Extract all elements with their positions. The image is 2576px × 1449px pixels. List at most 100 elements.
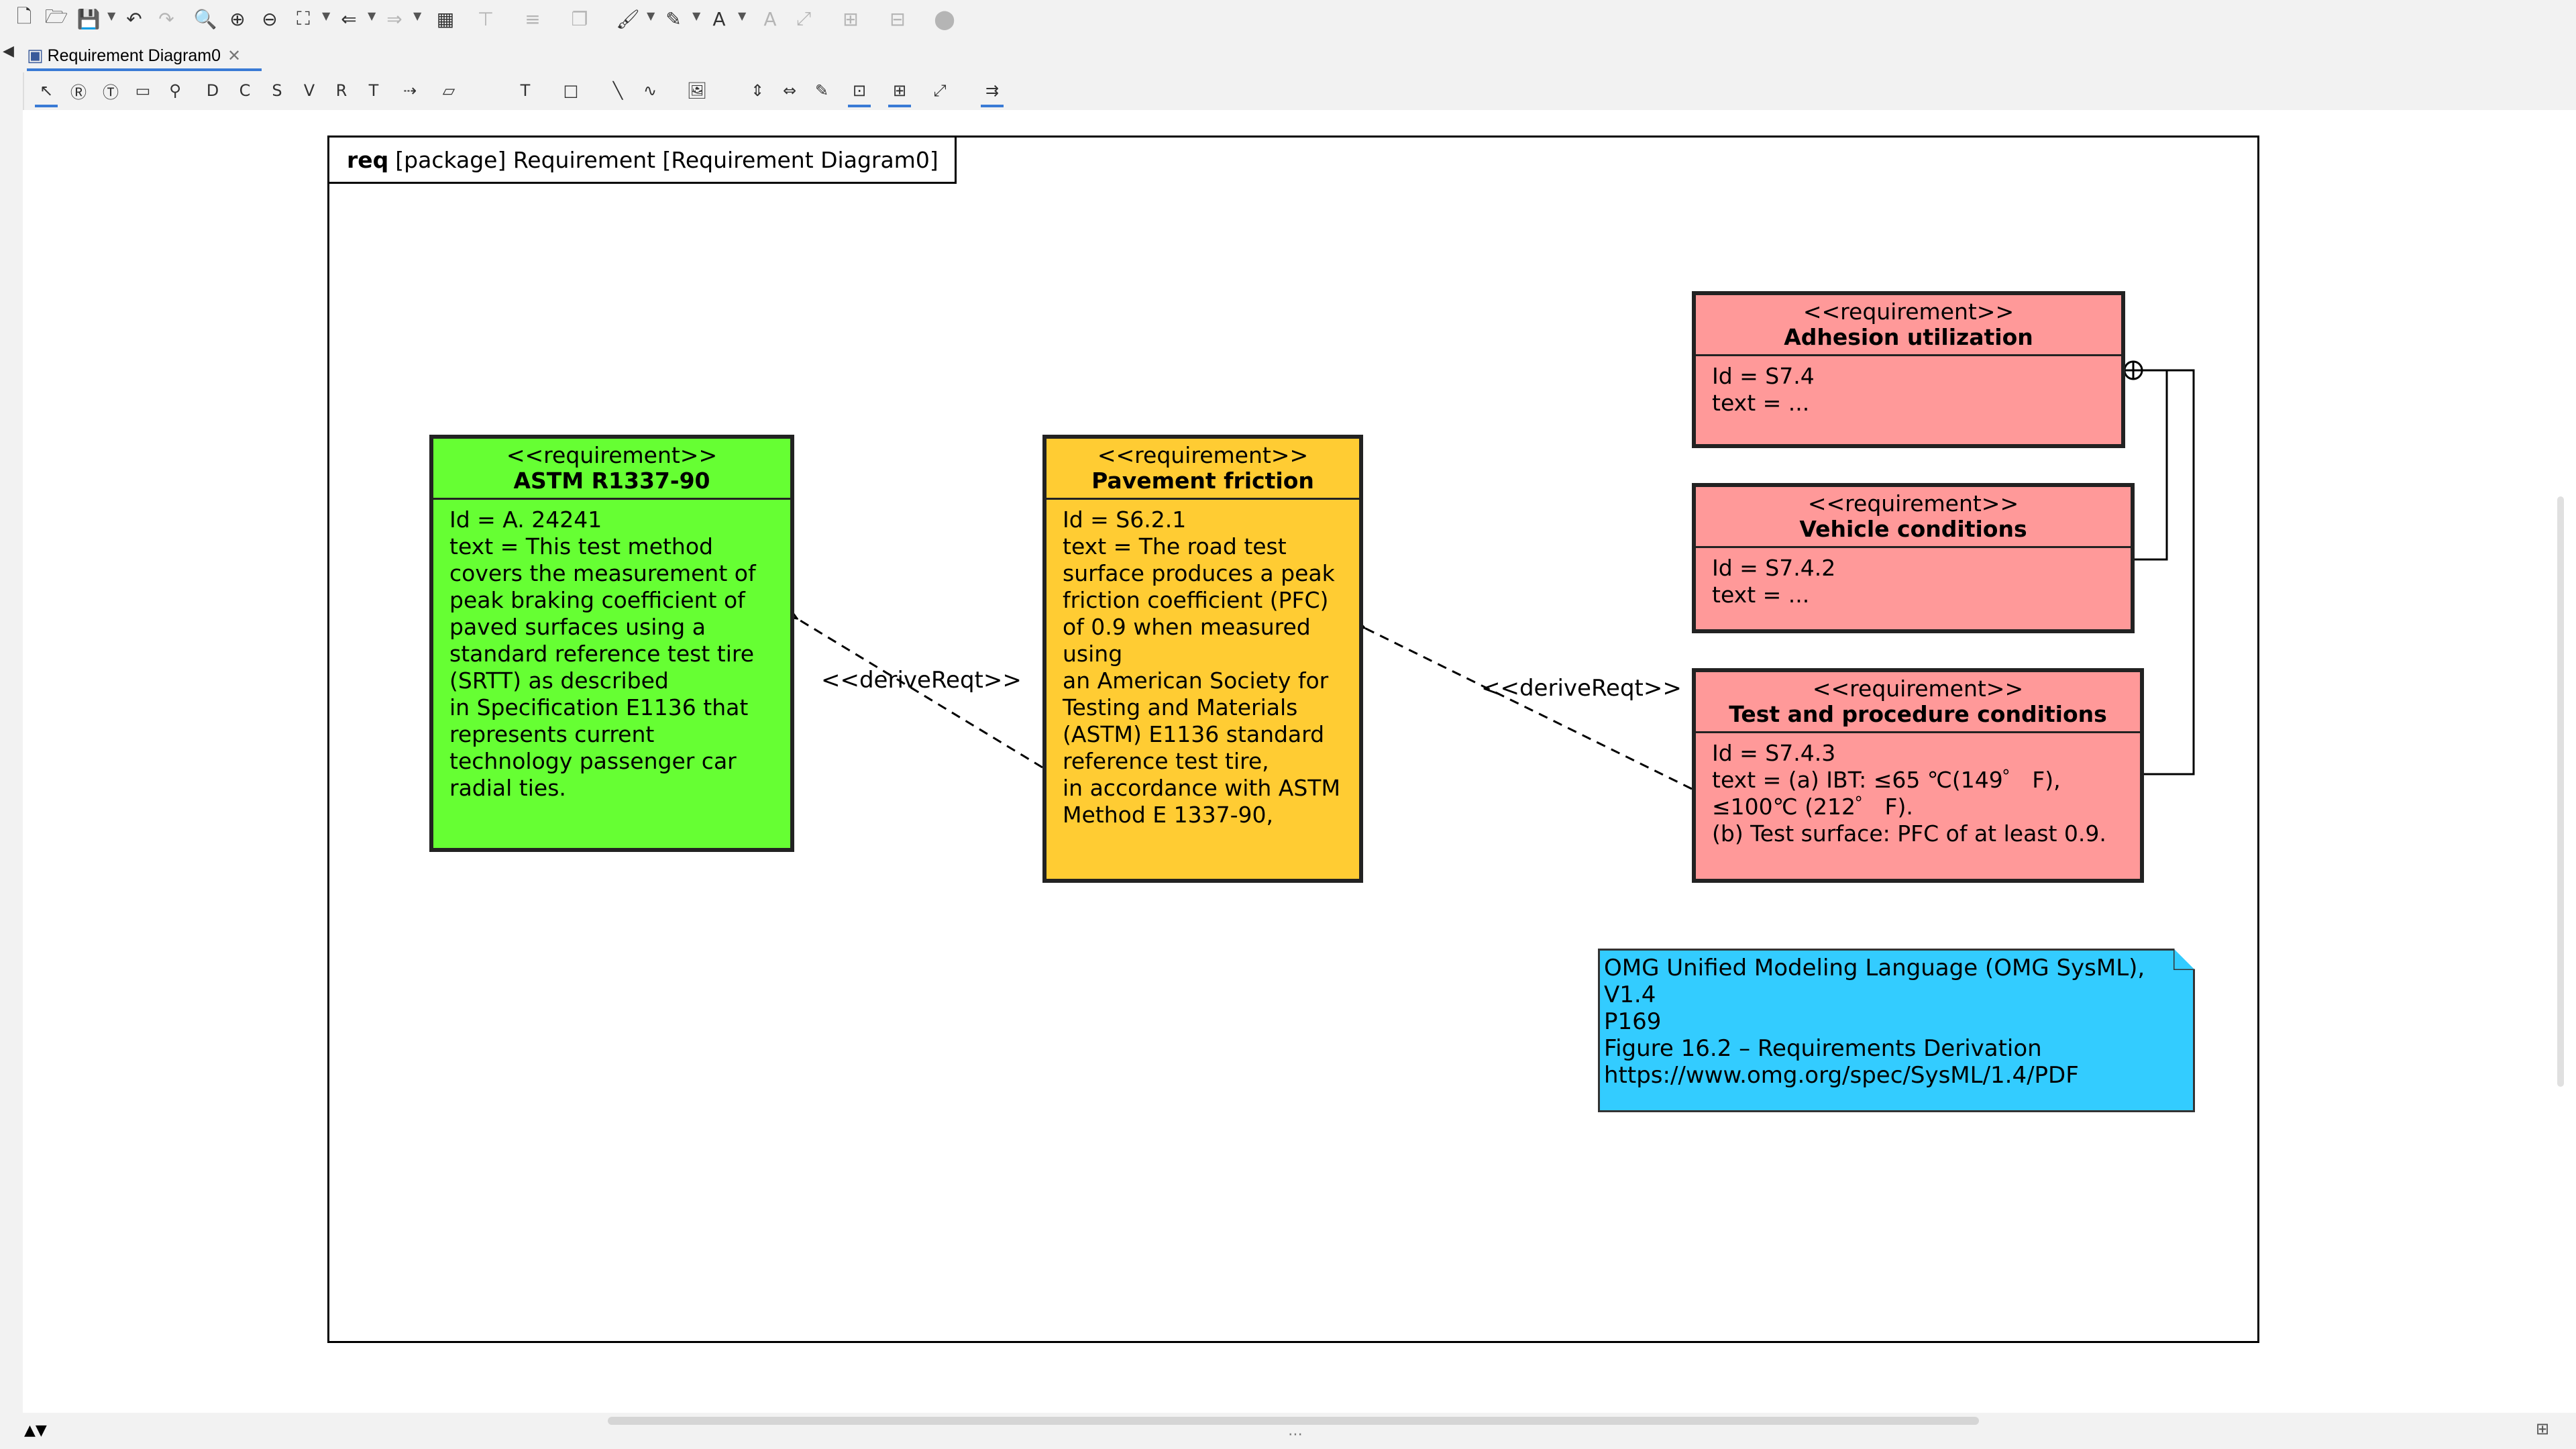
overview-icon[interactable]: ⊞	[2536, 1419, 2550, 1438]
layout-icon[interactable]: ▦	[436, 7, 455, 30]
shape-style-icon[interactable]: ⬤	[934, 7, 955, 30]
requirement-text: text = The road test surface produces a …	[1063, 533, 1340, 828]
requirement-pavement-friction[interactable]: <<requirement>> Pavement friction Id = S…	[1042, 435, 1363, 883]
requirement-adhesion-utilization[interactable]: <<requirement>> Adhesion utilization Id …	[1692, 291, 2125, 448]
copy-tool-icon[interactable]: C	[239, 81, 251, 100]
main-toolbar: 🗋 🗁 💾 ▼ ↶ ↷ 🔍 ⊕ ⊖ ⛶ ▼ ⇐ ▼ ⇒ ▼ ▦ ⊤ ≡ ❐ 🖌 …	[0, 0, 2576, 39]
containment-tool-icon[interactable]: ⇢	[402, 81, 417, 100]
stereotype-label: <<requirement>>	[1807, 490, 2019, 517]
fill-color-icon[interactable]: 🖌	[616, 7, 640, 30]
pin-tool-icon[interactable]: ✎	[814, 81, 829, 100]
pin-tool-icon[interactable]: ⚲	[169, 81, 181, 100]
derive-relation-2-label[interactable]: <<deriveReqt>>	[1481, 675, 1682, 702]
note-tool-icon[interactable]: ▱	[442, 81, 455, 100]
requirement-name: Test and procedure conditions	[1729, 701, 2107, 727]
diagram-palette: ↖ Ⓡ Ⓣ ▭ ⚲ D C S V R T ⇢ ▱ T □ ╲ ∿ 🖼 ⇕ ⇔ …	[24, 72, 2576, 110]
arrange-icon[interactable]: ❐	[571, 7, 588, 30]
requirement-id: Id = S6.2.1	[1063, 506, 1187, 533]
collapse-arrow-icon[interactable]: ◀	[3, 43, 14, 60]
fill-dropdown-icon[interactable]: ▼	[647, 9, 655, 22]
forward-dropdown-icon[interactable]: ▼	[413, 9, 422, 22]
text-requirement-tool-icon[interactable]: Ⓣ	[103, 83, 119, 102]
requirement-tool-icon[interactable]: Ⓡ	[70, 83, 87, 102]
frame-title: [package] Requirement [Requirement Diagr…	[395, 146, 938, 173]
forward-icon[interactable]: ⇒	[386, 7, 402, 30]
requirement-test-procedure-conditions[interactable]: <<requirement>> Test and procedure condi…	[1692, 668, 2144, 883]
close-icon[interactable]: ✕	[227, 46, 241, 65]
requirement-text: text = ...	[1712, 582, 1810, 608]
requirement-astm-r1337-90[interactable]: <<requirement>> ASTM R1337-90 Id = A. 24…	[429, 435, 794, 852]
comment-note[interactable]: OMG Unified Modeling Language (OMG SysML…	[1598, 949, 2195, 1112]
requirement-header: <<requirement>> ASTM R1337-90	[433, 439, 790, 500]
back-dropdown-icon[interactable]: ▼	[368, 9, 376, 22]
package-tool-icon[interactable]: ▭	[135, 81, 151, 100]
embed-tool-icon[interactable]: ⊞	[887, 78, 912, 107]
more-tool-icon[interactable]: ⇉	[979, 78, 1005, 107]
new-file-icon[interactable]: 🗋	[16, 5, 32, 28]
frame-keyword: req	[347, 146, 389, 173]
trace-tool-icon[interactable]: T	[368, 81, 379, 100]
font-color-icon[interactable]: A	[712, 7, 726, 30]
tab-requirement-diagram[interactable]: ▣ Requirement Diagram0 ✕	[27, 43, 241, 68]
distribute-icon[interactable]: ≡	[525, 7, 541, 30]
containment-line-test[interactable]	[2133, 369, 2195, 775]
save-dropdown-icon[interactable]: ▼	[107, 9, 116, 22]
line-tool-icon[interactable]: ╲	[612, 81, 623, 100]
font-dropdown-icon[interactable]: ▼	[738, 9, 747, 22]
requirement-text: text = This test method covers the measu…	[449, 533, 756, 801]
align-icon[interactable]: ⊤	[477, 7, 494, 30]
note-line: P169	[1604, 1008, 1662, 1035]
line-color-icon[interactable]: ✎	[665, 7, 682, 30]
derive-tool-icon[interactable]: D	[206, 81, 219, 100]
fit-window-icon[interactable]: ⛶	[297, 7, 310, 30]
horizontal-scrollbar[interactable]	[608, 1417, 1979, 1425]
note-fold-icon	[2174, 949, 2195, 970]
stereotype-label: <<requirement>>	[506, 442, 718, 468]
requirement-name: Vehicle conditions	[1799, 516, 2027, 542]
line-dropdown-icon[interactable]: ▼	[692, 9, 701, 22]
active-tab-indicator	[27, 68, 262, 71]
requirement-id: Id = S7.4.3	[1712, 740, 1836, 766]
resize-tool-icon[interactable]: ⤢	[933, 81, 947, 100]
zoom-in-icon[interactable]: ⊕	[229, 7, 246, 30]
verify-tool-icon[interactable]: V	[303, 81, 315, 100]
back-icon[interactable]: ⇐	[341, 7, 357, 30]
satisfy-tool-icon[interactable]: S	[272, 81, 282, 100]
drag-handle-icon[interactable]: ⋯	[1288, 1426, 1303, 1443]
format-icon[interactable]: A	[763, 7, 777, 30]
curve-tool-icon[interactable]: ∿	[643, 81, 657, 100]
expand-arrow-icon[interactable]: ▲▼	[24, 1422, 47, 1439]
zoom-out-icon[interactable]: ⊖	[262, 7, 278, 30]
redo-icon[interactable]: ↷	[158, 7, 174, 30]
group-icon[interactable]: ⊞	[843, 7, 859, 30]
rectangle-tool-icon[interactable]: □	[563, 81, 579, 100]
requirement-vehicle-conditions[interactable]: <<requirement>> Vehicle conditions Id = …	[1692, 483, 2135, 633]
requirement-id: Id = S7.4.2	[1712, 555, 1836, 581]
text-tool-icon[interactable]: T	[520, 81, 531, 100]
image-tool-icon[interactable]: 🖼	[686, 81, 708, 100]
refine-tool-icon[interactable]: R	[335, 81, 347, 100]
note-line: OMG Unified Modeling Language (OMG SysML…	[1604, 955, 2145, 981]
derive-relation-1-label[interactable]: <<deriveReqt>>	[821, 667, 1022, 694]
pointer-icon[interactable]: ↖	[34, 78, 59, 107]
requirement-header: <<requirement>> Adhesion utilization	[1696, 295, 2121, 356]
undo-icon[interactable]: ↶	[126, 7, 142, 30]
stereotype-label: <<requirement>>	[1803, 299, 2015, 325]
vertical-scrollbar[interactable]	[2557, 496, 2564, 1087]
open-folder-icon[interactable]: 🗁	[44, 5, 68, 28]
fit-dropdown-icon[interactable]: ▼	[322, 9, 331, 22]
zoom-icon[interactable]: 🔍	[193, 7, 217, 30]
space-tool-icon[interactable]: ⇕	[750, 81, 765, 100]
connector-style-icon[interactable]: ⤢	[796, 7, 812, 30]
save-icon[interactable]: 💾	[76, 7, 101, 30]
ungroup-icon[interactable]: ⊟	[890, 7, 906, 30]
split-tool-icon[interactable]: ⇔	[782, 81, 797, 100]
derive-relation-2[interactable]	[1364, 628, 1693, 790]
diagram-icon: ▣	[27, 46, 44, 66]
frame-tool-icon[interactable]: ⊡	[847, 78, 872, 107]
containment-line-vehicle[interactable]	[2133, 369, 2168, 561]
stereotype-label: <<requirement>>	[1812, 676, 2024, 702]
